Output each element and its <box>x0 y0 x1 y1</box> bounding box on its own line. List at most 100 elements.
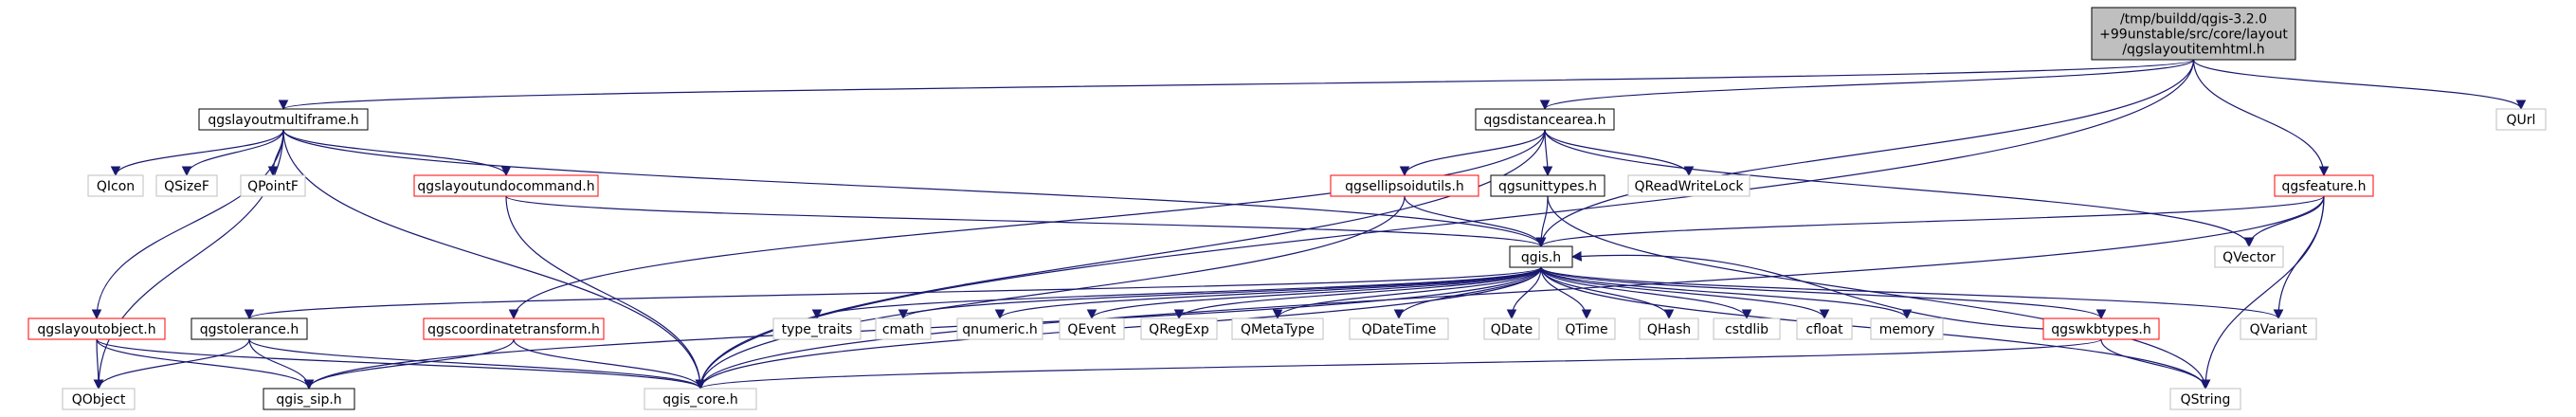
node-qurl[interactable]: QUrl <box>2495 108 2547 131</box>
edge-qgis-to-qregexp <box>1173 266 1542 320</box>
node-box-qvariant <box>2240 317 2317 340</box>
node-label-sip: qgis_sip.h <box>276 392 341 408</box>
node-qobject[interactable]: QObject <box>62 388 136 410</box>
edge-qgis-to-type_traits <box>811 266 1542 320</box>
node-root[interactable]: /tmp/buildd/qgis-3.2.0+99unstable/src/co… <box>2091 7 2296 61</box>
node-qdatetime[interactable]: QDateTime <box>1349 317 1449 340</box>
edge-distancearea-to-unittypes <box>1542 129 1553 177</box>
edge-feature-to-qvector <box>2243 195 2325 248</box>
node-undocommand[interactable]: qgslayoutundocommand.h <box>413 174 599 197</box>
node-box-qstring <box>2169 388 2241 410</box>
edge-multiframe-to-qicon <box>110 129 284 177</box>
node-label-root: +99unstable/src/core/layout <box>2099 27 2288 43</box>
edge-qgis-to-cfloat <box>1540 266 1830 320</box>
node-box-qevent <box>1059 317 1125 340</box>
node-qdate[interactable]: QDate <box>1483 317 1540 340</box>
node-qevent[interactable]: QEvent <box>1059 317 1125 340</box>
node-qsizef[interactable]: QSizeF <box>155 174 218 197</box>
edge-root-to-feature <box>2192 59 2330 177</box>
node-box-qobject <box>62 388 136 410</box>
node-label-distancearea: qgsdistancearea.h <box>1484 113 1606 128</box>
node-label-wkbtypes: qgswkbtypes.h <box>2051 322 2150 337</box>
edge-feature-to-qstring <box>2200 195 2325 390</box>
node-layoutobject[interactable]: qgslayoutobject.h <box>27 317 166 340</box>
edge-undocommand-to-core <box>505 195 706 390</box>
edge-undocommand-to-qgis <box>505 195 1546 248</box>
node-label-feature: qgsfeature.h <box>2282 179 2367 194</box>
node-box-tolerance <box>190 317 308 340</box>
node-label-qsizef: QSizeF <box>164 179 209 194</box>
node-label-qobject: QObject <box>72 392 126 408</box>
edge-qgis-to-wkbtypes <box>1540 266 2107 320</box>
node-label-undocommand: qgslayoutundocommand.h <box>417 179 594 194</box>
node-box-sip <box>263 388 355 410</box>
node-feature[interactable]: qgsfeature.h <box>2274 174 2374 197</box>
node-qgis[interactable]: qgis.h <box>1509 245 1573 268</box>
node-multiframe[interactable]: qgslayoutmultiframe.h <box>198 108 369 131</box>
node-box-layoutobject <box>27 317 166 340</box>
node-label-cmath: cmath <box>882 322 924 337</box>
node-label-qpointf: QPointF <box>247 179 299 194</box>
node-qregexp[interactable]: QRegExp <box>1140 317 1218 340</box>
node-coordtransform[interactable]: qgscoordinatetransform.h <box>423 317 605 340</box>
node-wkbtypes[interactable]: qgswkbtypes.h <box>2042 317 2160 340</box>
edge-tolerance-to-core <box>248 338 706 390</box>
node-qpointf[interactable]: QPointF <box>240 174 306 197</box>
node-label-qmetatype: QMetaType <box>1241 322 1315 337</box>
node-box-cstdlib <box>1713 317 1781 340</box>
edge-qgis-to-cstdlib <box>1540 266 1752 320</box>
node-label-qvector: QVector <box>2222 250 2276 265</box>
node-ellipsoid[interactable]: qgsellipsoidutils.h <box>1330 174 1479 197</box>
node-label-qdatetime: QDateTime <box>1362 322 1437 337</box>
edge-multiframe-to-core <box>282 129 706 390</box>
node-box-unittypes <box>1490 174 1605 197</box>
edge-unittypes-to-qstring <box>1547 195 2211 390</box>
node-qicon[interactable]: QIcon <box>87 174 144 197</box>
node-label-memory: memory <box>1879 322 1935 337</box>
node-label-qhash: QHash <box>1647 322 1691 337</box>
node-label-qevent: QEvent <box>1067 322 1116 337</box>
node-label-ellipsoid: qgsellipsoidutils.h <box>1345 179 1464 194</box>
node-box-qpointf <box>240 174 306 197</box>
node-label-qregexp: QRegExp <box>1149 322 1209 337</box>
edge-distancearea-to-ellipsoid <box>1399 129 1546 177</box>
node-qnumeric[interactable]: qnumeric.h <box>956 317 1043 340</box>
node-qhash[interactable]: QHash <box>1639 317 1699 340</box>
node-box-qrwlock <box>1627 174 1751 197</box>
node-qrwlock[interactable]: QReadWriteLock <box>1627 174 1751 197</box>
node-cmath[interactable]: cmath <box>875 317 932 340</box>
node-tolerance[interactable]: qgstolerance.h <box>190 317 308 340</box>
node-label-qicon: QIcon <box>97 179 135 194</box>
edge-ellipsoid-to-core <box>695 195 1406 390</box>
node-label-type_traits: type_traits <box>782 322 853 337</box>
node-qtime[interactable]: QTime <box>1557 317 1616 340</box>
node-unittypes[interactable]: qgsunittypes.h <box>1490 174 1605 197</box>
edge-coordtransform-to-core <box>513 338 706 390</box>
node-sip[interactable]: qgis_sip.h <box>263 388 355 410</box>
node-label-qdate: QDate <box>1491 322 1533 337</box>
node-memory[interactable]: memory <box>1870 317 1944 340</box>
node-box-qhash <box>1639 317 1699 340</box>
edge-qgis-to-qtime <box>1540 266 1592 320</box>
edge-multiframe-to-qobject <box>93 129 284 390</box>
node-box-qdate <box>1483 317 1540 340</box>
node-core[interactable]: qgis_core.h <box>644 388 757 410</box>
node-box-type_traits <box>772 317 862 340</box>
node-box-qmetatype <box>1231 317 1324 340</box>
node-cfloat[interactable]: cfloat <box>1796 317 1853 340</box>
node-qvariant[interactable]: QVariant <box>2240 317 2317 340</box>
node-distancearea[interactable]: qgsdistancearea.h <box>1475 108 1615 131</box>
node-label-qurl: QUrl <box>2507 113 2536 128</box>
node-qstring[interactable]: QString <box>2169 388 2241 410</box>
node-box-qurl <box>2495 108 2547 131</box>
node-qvector[interactable]: QVector <box>2214 245 2284 268</box>
edge-coordtransform-to-sip <box>303 338 515 390</box>
edge-layoutobject-to-sip <box>96 338 315 390</box>
node-qmetatype[interactable]: QMetaType <box>1231 317 1324 340</box>
edge-root-to-qgis <box>1535 59 2195 248</box>
node-type_traits[interactable]: type_traits <box>772 317 862 340</box>
node-cstdlib[interactable]: cstdlib <box>1713 317 1781 340</box>
edge-qgis-to-qevent <box>1086 266 1542 320</box>
node-box-qnumeric <box>956 317 1043 340</box>
edge-multiframe-to-layoutobject <box>91 129 284 320</box>
